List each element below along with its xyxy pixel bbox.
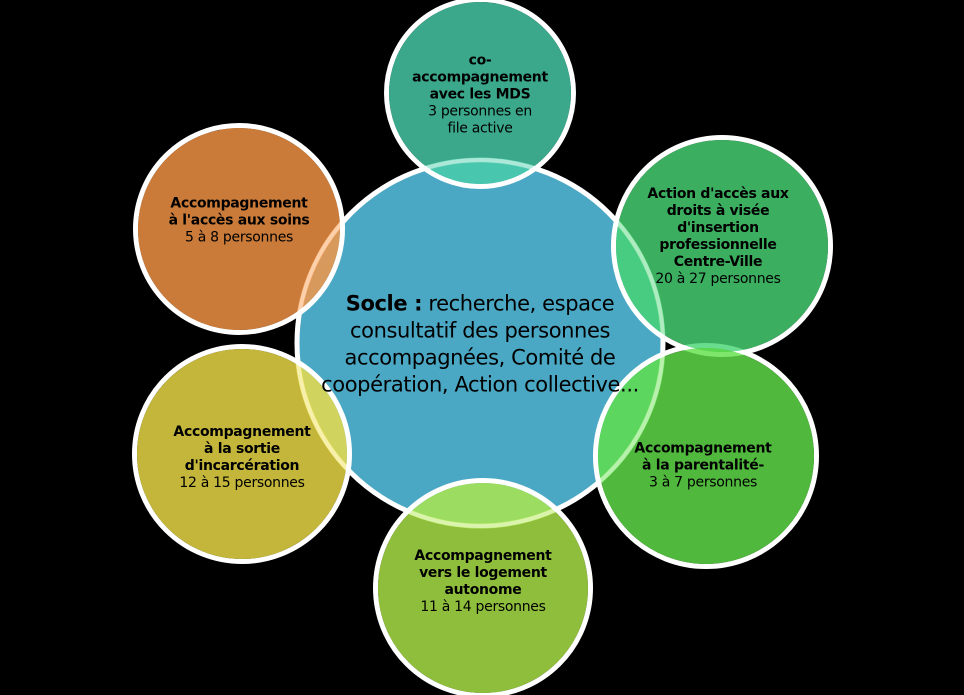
satellite-circle-bottom [378, 483, 588, 693]
satellite-circles [132, 0, 833, 695]
center-title: Socle : [345, 291, 423, 316]
satellite-title: Accompagnement à l'accès aux soins [168, 195, 310, 229]
satellite-title: Action d'accès aux droits à visée d'inse… [647, 185, 789, 271]
satellite-circle-top [389, 2, 571, 184]
satellite-count: 3 à 7 personnes [648, 474, 758, 491]
label-logement-autonome: Accompagnement vers le logement autonome… [414, 548, 551, 616]
satellite-circle-bottom-right [598, 348, 814, 564]
satellite-count: 3 personnes en file active [428, 103, 532, 137]
satellite-outline-bottom [373, 478, 593, 695]
label-co-accompagnement-mds: co- accompagnement avec les MDS 3 person… [412, 52, 548, 137]
satellite-count: 20 à 27 personnes [655, 271, 781, 288]
satellite-count: 11 à 14 personnes [420, 599, 546, 616]
satellite-circle-top-right [616, 140, 828, 352]
satellite-outline-bottom-left [132, 344, 352, 564]
label-sortie-incarceration: Accompagnement à la sortie d'incarcérati… [173, 424, 310, 492]
center-label-socle: Socle : recherche, espace consultatif de… [315, 290, 645, 398]
label-acces-droits-insertion: Action d'accès aux droits à visée d'inse… [647, 186, 788, 288]
satellite-title: Accompagnement vers le logement autonome [414, 547, 552, 598]
satellite-title: Accompagnement à la sortie d'incarcérati… [173, 423, 311, 474]
satellite-title: Accompagnement à la parentalité- [634, 440, 772, 474]
satellite-outline-top [384, 0, 576, 189]
center-circle-outline [295, 158, 665, 528]
satellite-count: 12 à 15 personnes [179, 475, 305, 492]
satellite-outline-top-left [133, 123, 345, 335]
label-acces-soins: Accompagnement à l'accès aux soins 5 à 8… [169, 195, 310, 246]
satellite-circle-bottom-left [137, 349, 347, 559]
label-parentalite: Accompagnement à la parentalité- 3 à 7 p… [634, 440, 771, 491]
satellite-title: co- accompagnement avec les MDS [412, 52, 548, 103]
center-text: recherche, espace consultatif des person… [321, 291, 639, 396]
satellite-circle-top-left [138, 128, 340, 330]
satellite-count: 5 à 8 personnes [184, 229, 294, 246]
